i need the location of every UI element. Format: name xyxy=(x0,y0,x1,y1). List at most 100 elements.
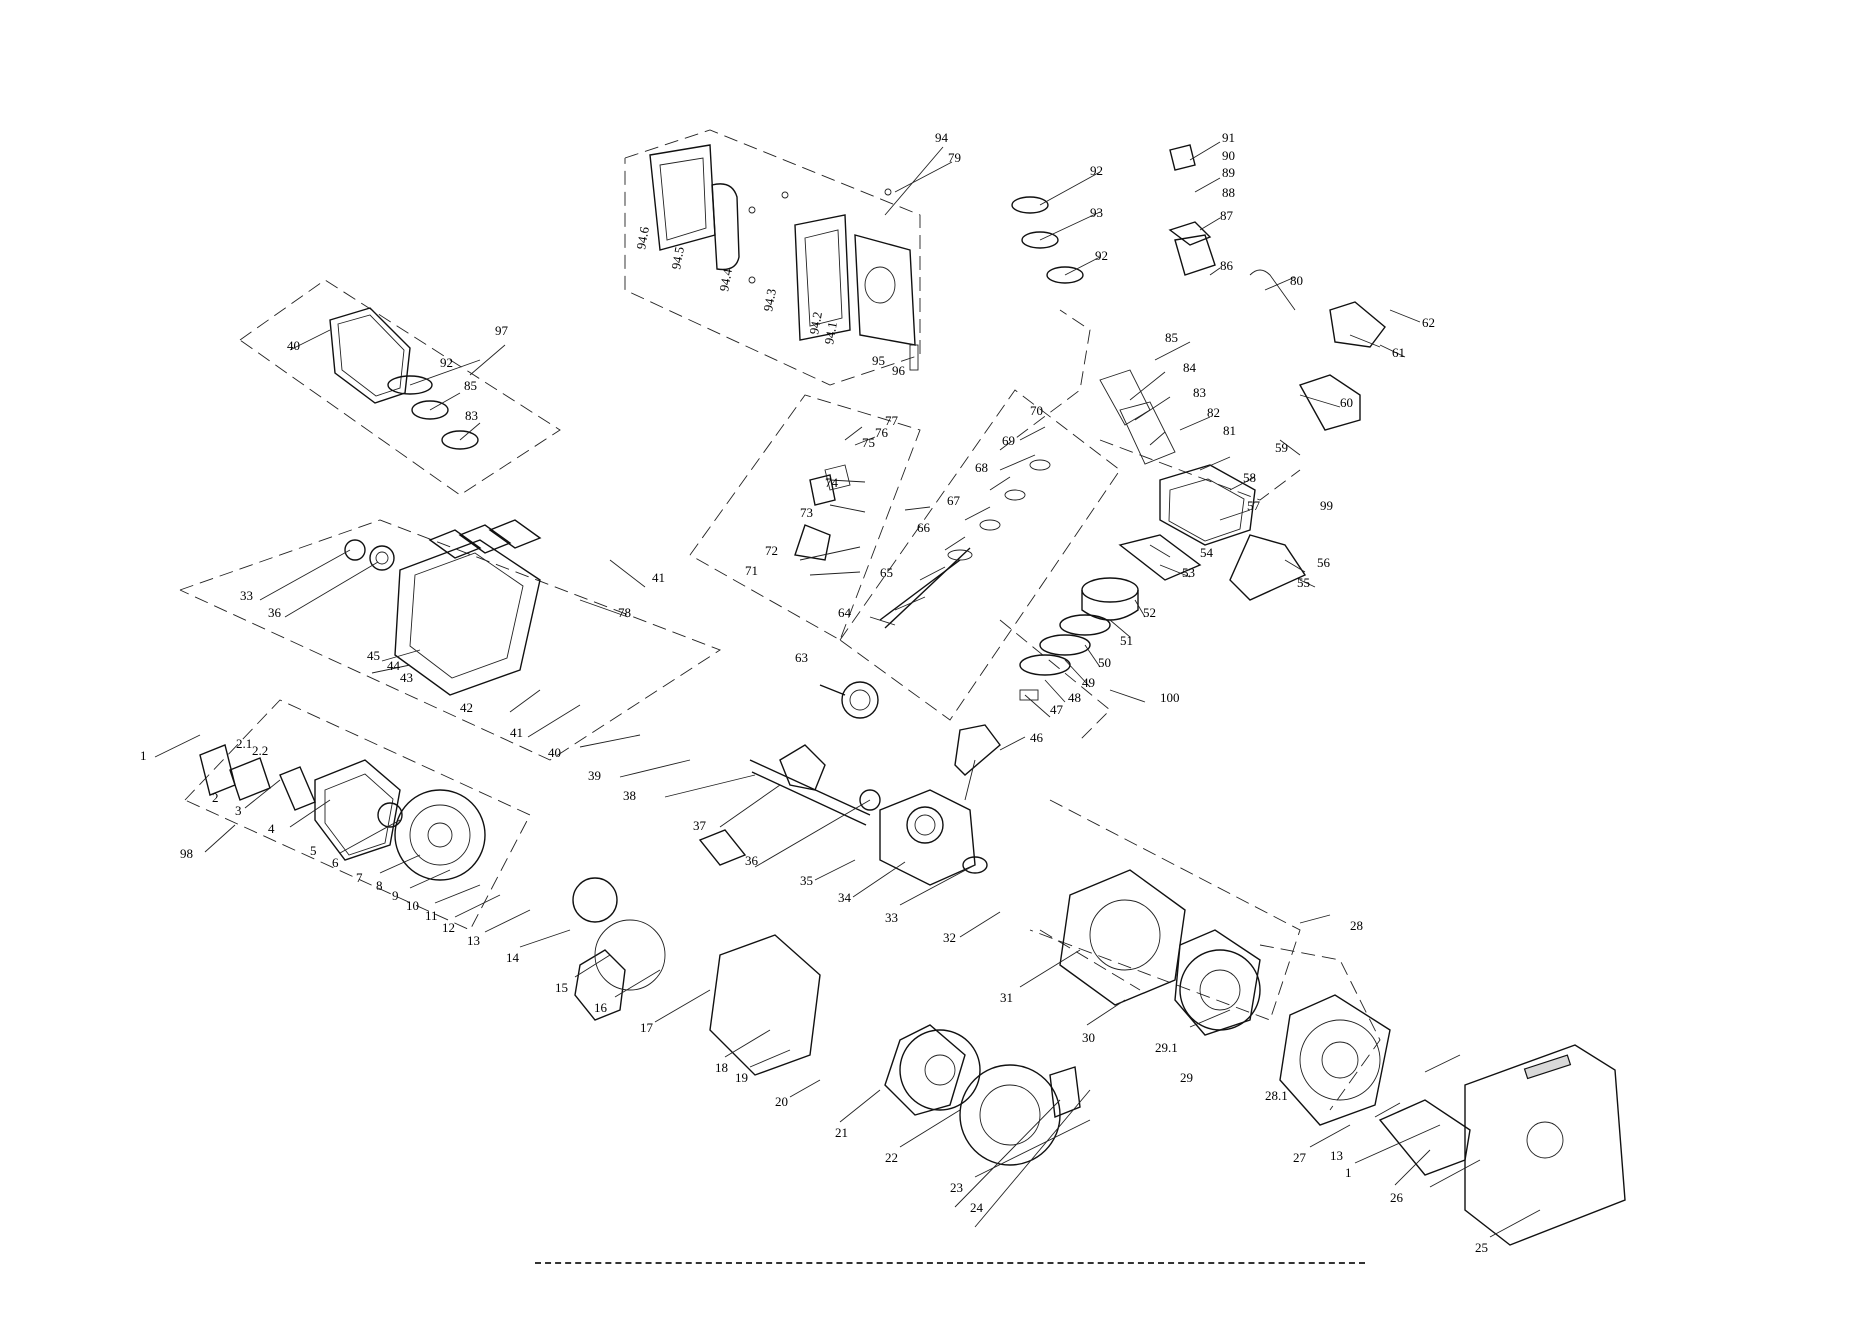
label-90: 90 xyxy=(1222,148,1235,163)
leader-lines xyxy=(154,141,1541,1238)
label-1: 1 xyxy=(140,748,147,763)
label-38: 38 xyxy=(623,788,636,803)
gasket-set xyxy=(329,307,479,450)
label-54: 54 xyxy=(1200,545,1214,560)
label-43: 43 xyxy=(400,670,413,685)
label-61: 61 xyxy=(1392,345,1405,360)
label-4: 4 xyxy=(268,821,275,836)
label-92b: 92 xyxy=(1090,163,1103,178)
label-42: 42 xyxy=(460,700,473,715)
label-88: 88 xyxy=(1222,185,1235,200)
piston-group xyxy=(954,577,1139,801)
label-48: 48 xyxy=(1068,690,1081,705)
label-71: 71 xyxy=(745,563,758,578)
label-47: 47 xyxy=(1050,702,1064,717)
label-31: 31 xyxy=(1000,990,1013,1005)
label-83: 83 xyxy=(1193,385,1206,400)
label-2: 2 xyxy=(212,790,219,805)
label-65: 65 xyxy=(880,565,893,580)
label-36b: 36 xyxy=(745,853,759,868)
label-20: 20 xyxy=(775,1094,788,1109)
label-52: 52 xyxy=(1143,605,1156,620)
label-98: 98 xyxy=(180,846,193,861)
label-2-1: 2.1 xyxy=(236,736,252,751)
label-76: 76 xyxy=(875,425,889,440)
label-41: 41 xyxy=(510,725,523,740)
label-44: 44 xyxy=(387,658,401,673)
label-7: 7 xyxy=(356,870,363,885)
label-94-5: 94.5 xyxy=(668,246,687,271)
label-50: 50 xyxy=(1098,655,1111,670)
label-30: 30 xyxy=(1082,1030,1095,1045)
label-58: 58 xyxy=(1243,470,1256,485)
label-69: 69 xyxy=(1002,433,1015,448)
group-outlines xyxy=(179,129,1381,1111)
label-49: 49 xyxy=(1082,675,1095,690)
label-59: 59 xyxy=(1275,440,1288,455)
label-3: 3 xyxy=(235,803,242,818)
label-70: 70 xyxy=(1030,403,1043,418)
label-55: 55 xyxy=(1297,575,1310,590)
label-99: 99 xyxy=(1320,498,1333,513)
label-67: 67 xyxy=(947,493,961,508)
label-41a: 41 xyxy=(652,570,665,585)
label-8: 8 xyxy=(376,878,383,893)
footer-rule xyxy=(535,1262,1365,1264)
label-83a: 83 xyxy=(465,408,478,423)
label-68: 68 xyxy=(975,460,988,475)
crankcase-cover xyxy=(879,789,988,886)
label-34: 34 xyxy=(838,890,852,905)
label-2-2: 2.2 xyxy=(252,743,268,758)
camshaft xyxy=(794,459,1051,719)
label-84: 84 xyxy=(1183,360,1197,375)
label-13b: 13 xyxy=(1330,1148,1343,1163)
label-28-1: 28.1 xyxy=(1265,1088,1288,1103)
label-15: 15 xyxy=(555,980,568,995)
label-9: 9 xyxy=(392,888,399,903)
label-45: 45 xyxy=(367,648,380,663)
label-14: 14 xyxy=(506,950,520,965)
label-29-1: 29.1 xyxy=(1155,1040,1178,1055)
alternator xyxy=(572,829,1626,1246)
label-18: 18 xyxy=(715,1060,728,1075)
label-10: 10 xyxy=(406,898,419,913)
label-94-4: 94.4 xyxy=(716,267,735,293)
label-95: 95 xyxy=(872,353,885,368)
recoil-starter xyxy=(199,744,486,881)
label-96: 96 xyxy=(892,363,906,378)
label-11: 11 xyxy=(425,908,438,923)
part-labels: 1 2 2.1 2.2 3 4 5 6 7 8 9 10 11 12 13 14… xyxy=(140,130,1488,1255)
label-75: 75 xyxy=(862,435,875,450)
label-22: 22 xyxy=(885,1150,898,1165)
label-36a: 36 xyxy=(268,605,282,620)
label-94-1: 94.1 xyxy=(821,321,840,346)
label-28: 28 xyxy=(1350,918,1363,933)
label-63: 63 xyxy=(795,650,808,665)
label-94-6: 94.6 xyxy=(633,225,652,251)
label-100: 100 xyxy=(1160,690,1180,705)
label-17: 17 xyxy=(640,1020,654,1035)
label-74: 74 xyxy=(825,475,839,490)
label-25: 25 xyxy=(1475,1240,1488,1255)
label-19: 19 xyxy=(735,1070,748,1085)
crankcase xyxy=(344,519,542,696)
label-87: 87 xyxy=(1220,208,1234,223)
label-12: 12 xyxy=(442,920,455,935)
label-40a: 40 xyxy=(287,338,300,353)
carburetor xyxy=(1011,144,1216,465)
air-filter-assembly xyxy=(649,144,919,371)
label-33a: 33 xyxy=(240,588,253,603)
label-53: 53 xyxy=(1182,565,1195,580)
label-92a: 92 xyxy=(440,355,453,370)
label-24: 24 xyxy=(970,1200,984,1215)
label-23: 23 xyxy=(950,1180,963,1195)
label-51: 51 xyxy=(1120,633,1133,648)
label-91: 91 xyxy=(1222,130,1235,145)
label-82: 82 xyxy=(1207,405,1220,420)
label-27: 27 xyxy=(1293,1150,1307,1165)
label-40: 40 xyxy=(548,745,561,760)
label-16: 16 xyxy=(594,1000,608,1015)
label-78: 78 xyxy=(618,605,631,620)
cylinder-head xyxy=(1118,269,1386,601)
